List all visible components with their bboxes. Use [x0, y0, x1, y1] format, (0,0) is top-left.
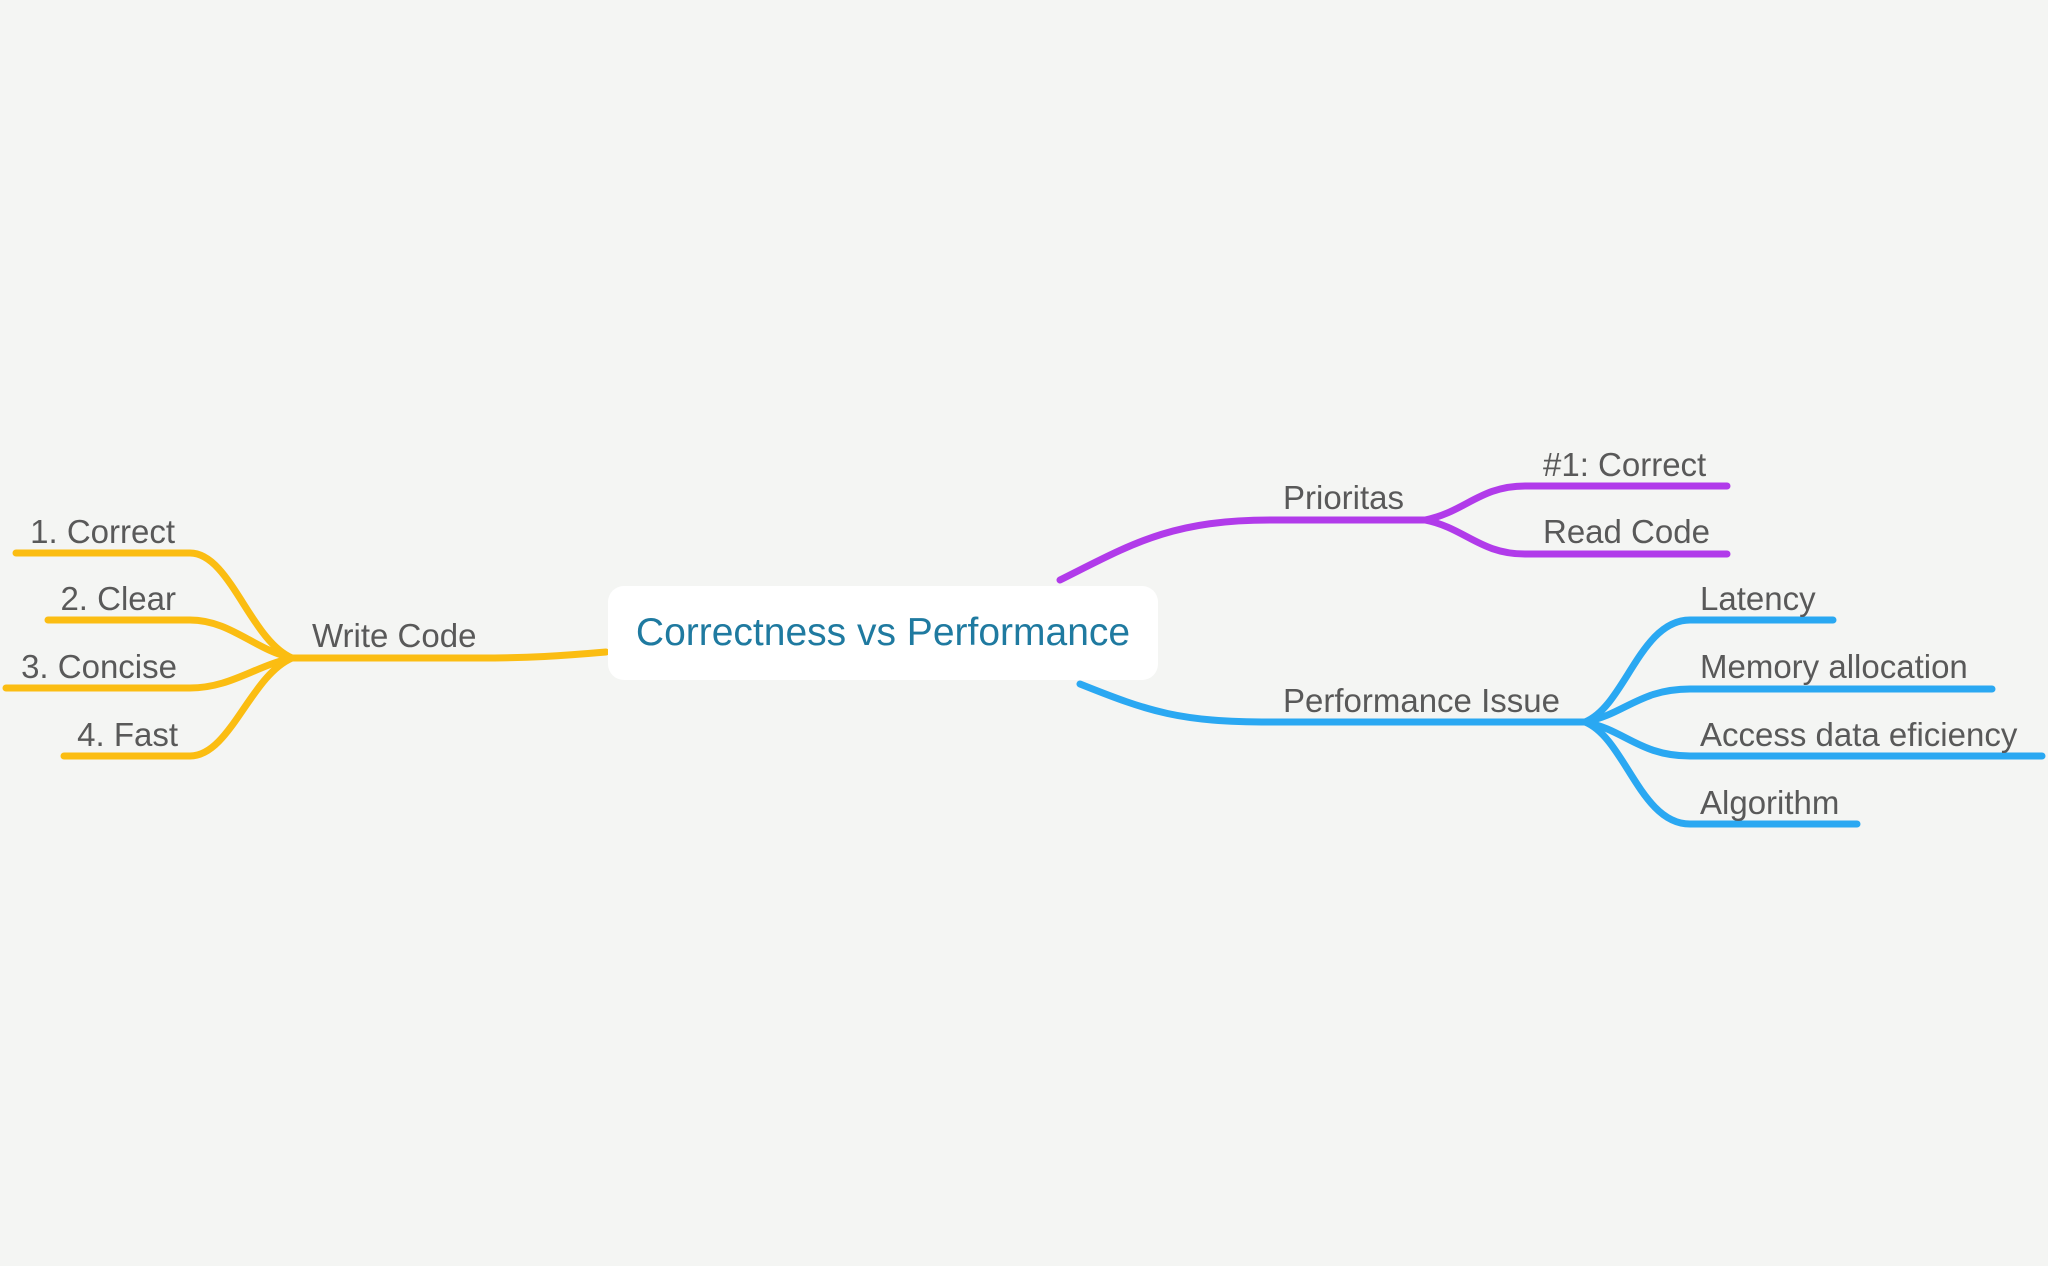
topic-1-correct-priority[interactable]: #1: Correct — [1543, 446, 1707, 483]
topic-performance-issue[interactable]: Performance Issue — [1283, 682, 1560, 719]
root-topic-label: Correctness vs Performance — [635, 611, 1131, 654]
topic-algorithm[interactable]: Algorithm — [1700, 784, 1840, 821]
connector-root-to-write-code — [288, 648, 610, 662]
connector-performance-issue-to-memory-allocation — [1581, 685, 1996, 726]
connector-performance-issue-to-algorithm — [1581, 718, 1861, 828]
topic-1-correct[interactable]: 1. Correct — [30, 513, 175, 550]
topic-3-concise[interactable]: 3. Concise — [21, 648, 177, 685]
topic-2-clear[interactable]: 2. Clear — [60, 580, 176, 617]
connector-root-to-performance-issue — [1076, 680, 1589, 726]
topic-read-code[interactable]: Read Code — [1543, 513, 1710, 550]
topic-access-data-eficiency[interactable]: Access data eficiency — [1700, 716, 2018, 753]
topic-memory-allocation[interactable]: Memory allocation — [1700, 648, 1968, 685]
connector-write-code-to-2-clear — [44, 616, 296, 662]
connector-root-to-prioritas — [1056, 516, 1429, 584]
connector-performance-issue-to-latency — [1581, 616, 1837, 726]
connector-prioritas-to-1-correct — [1421, 482, 1731, 524]
write-code-connectors — [2, 549, 610, 760]
connector-performance-issue-to-access-data-eficiency — [1581, 718, 2046, 760]
topic-latency[interactable]: Latency — [1700, 580, 1816, 617]
topic-prioritas[interactable]: Prioritas — [1283, 479, 1405, 516]
root-topic-node[interactable]: Correctness vs Performance — [608, 586, 1158, 680]
connector-write-code-to-4-fast — [60, 654, 296, 760]
connector-prioritas-to-read-code — [1421, 516, 1731, 558]
connector-write-code-to-1-correct — [12, 549, 296, 662]
topic-4-fast[interactable]: 4. Fast — [77, 716, 178, 753]
performance-issue-connectors — [1076, 616, 2046, 828]
prioritas-connectors — [1056, 482, 1731, 584]
topic-write-code[interactable]: Write Code — [312, 617, 477, 654]
